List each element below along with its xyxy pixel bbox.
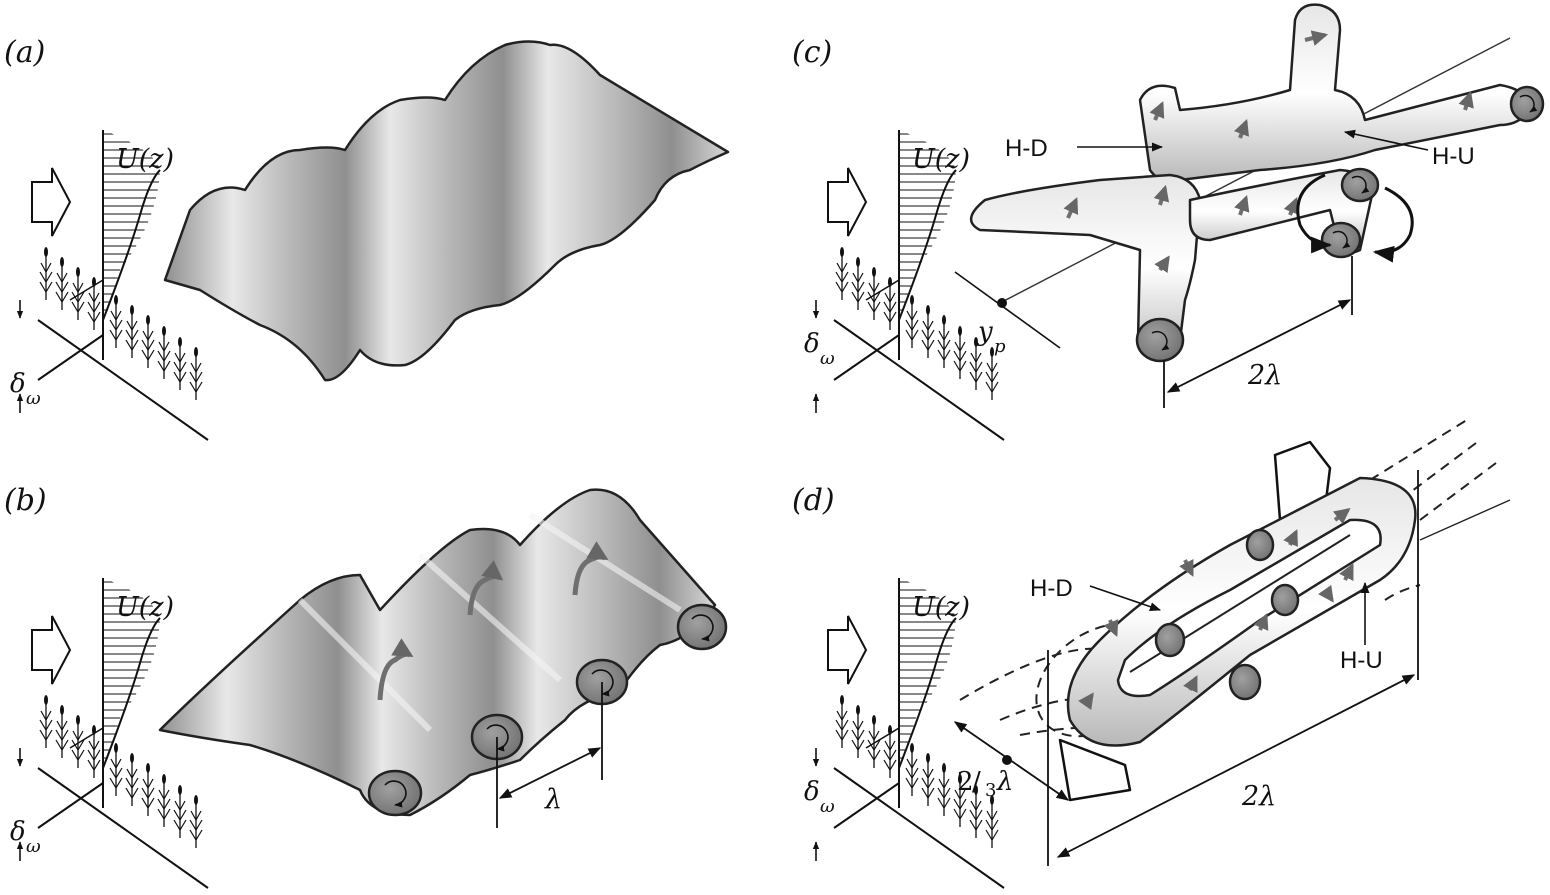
roll-cap-1: [367, 769, 423, 817]
canopy-c: [816, 130, 1004, 440]
panel-c-label: (c): [792, 35, 832, 70]
hd-label-c: H-D: [1005, 135, 1048, 162]
spacing-label-c: 2λ: [1247, 360, 1282, 391]
hd-label-d: H-D: [1030, 575, 1073, 602]
panel-b-label: (b): [4, 483, 47, 518]
two-lambda-dimension-c: [1166, 299, 1352, 393]
thickness-label-c: δ: [804, 329, 820, 359]
panel-d: (d) U(z) δ ω: [792, 417, 1511, 888]
hairpin-vortex-tubes-c: [970, 3, 1545, 363]
thickness-label-b: δ: [10, 817, 26, 847]
thickness-sub-c: ω: [820, 348, 835, 369]
thickness-sub-a: ω: [26, 388, 41, 409]
panel-b: (b) U(z) δ ω: [4, 483, 728, 888]
hu-label-c: H-U: [1432, 143, 1475, 170]
lambda-dimension-b: [498, 747, 602, 799]
panel-a: (a) U(z) δ ω: [4, 35, 730, 440]
sweep-arrow: [1058, 738, 1132, 802]
canopy-d: [816, 578, 1004, 888]
reference-point-d: [1002, 755, 1012, 765]
yp-sub: p: [994, 336, 1006, 357]
wavy-shear-sheet: [163, 40, 730, 382]
yp-point: [997, 298, 1007, 308]
frac-lambda: λ: [996, 767, 1013, 797]
profile-label-a: U(z): [116, 144, 174, 175]
profile-label-b: U(z): [116, 592, 174, 623]
hairpin-vortex-tubes-d: [1066, 476, 1417, 747]
spacing-label-d: 2λ: [1241, 781, 1276, 812]
profile-label-c: U(z): [912, 144, 970, 175]
panel-a-label: (a): [4, 35, 45, 70]
thickness-sub-d: ω: [820, 796, 835, 817]
frac-num: 2: [957, 767, 974, 797]
frac-slash: /: [972, 767, 981, 797]
panel-c: (c) U(z) δ ω y p: [792, 3, 1545, 440]
flow-arrows-c: [1063, 30, 1474, 274]
thickness-label-a: δ: [10, 369, 26, 399]
profile-label-d: U(z): [912, 592, 970, 623]
panel-d-label: (d): [792, 483, 835, 518]
two-lambda-dimension-d: [1056, 674, 1416, 858]
spacing-label-b: λ: [544, 784, 562, 815]
rolled-vortex-sheet: [158, 488, 728, 817]
frac-den: 3: [985, 780, 996, 801]
yp-label: y: [977, 317, 993, 347]
hu-label-d: H-U: [1340, 647, 1383, 674]
roll-cap-4: [676, 603, 728, 651]
thickness-label-d: δ: [804, 777, 820, 807]
thickness-sub-b: ω: [26, 836, 41, 857]
